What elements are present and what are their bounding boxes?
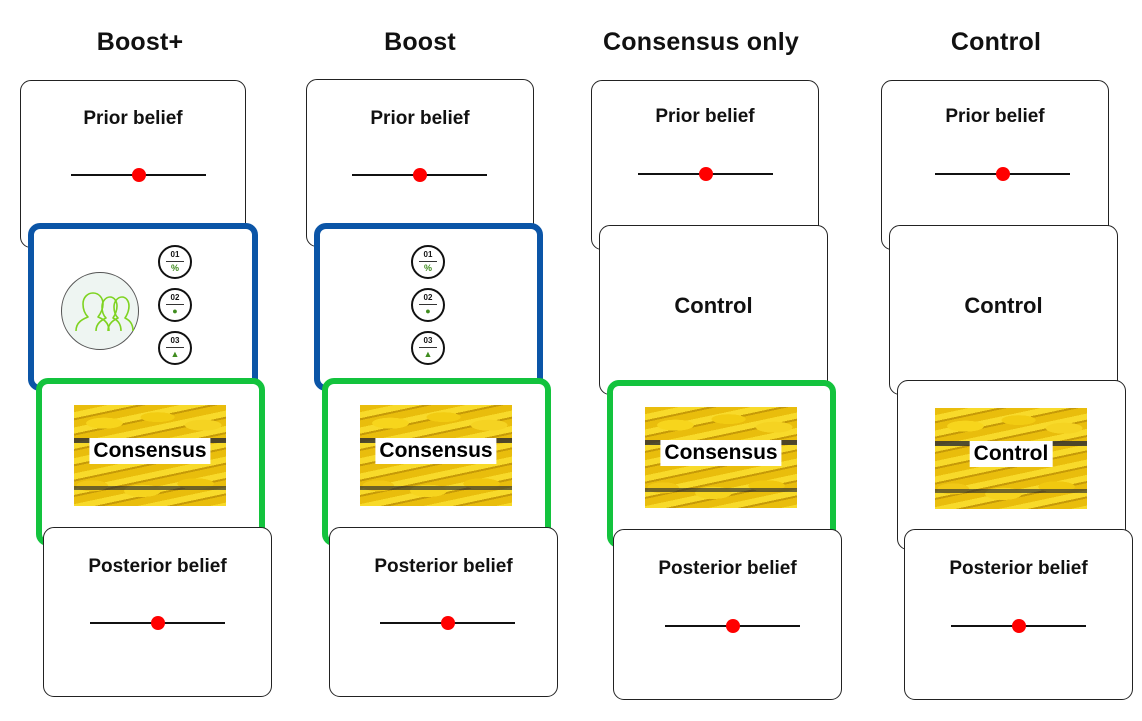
strategy-icon-3: 03 ▲ — [158, 331, 192, 365]
consensus-label: Consensus — [89, 438, 211, 464]
posterior-belief-label: Posterior belief — [949, 558, 1088, 579]
slider-knob[interactable] — [150, 616, 165, 630]
consensus-label: Consensus — [375, 438, 497, 464]
percent-icon: % — [170, 263, 179, 273]
slider-knob[interactable] — [412, 168, 427, 182]
consensus-label: Consensus — [660, 440, 782, 466]
prior-belief-card: Prior belief — [306, 79, 534, 247]
control-message-label: Control — [969, 441, 1053, 467]
posterior-belief-card: Posterior belief — [43, 527, 272, 697]
banana-image: Consensus — [360, 405, 512, 506]
prior-belief-slider[interactable] — [935, 167, 1070, 181]
banana-image: Control — [935, 408, 1087, 509]
prior-belief-label: Prior belief — [370, 108, 470, 129]
people-silhouettes-icon — [75, 292, 134, 332]
posterior-belief-slider[interactable] — [665, 619, 800, 633]
prior-belief-slider[interactable] — [638, 167, 773, 181]
graduation-cap-icon: ▲ — [170, 349, 180, 359]
slider-knob[interactable] — [131, 168, 146, 182]
strategy-number: 01 — [423, 250, 433, 259]
strategy-number: 01 — [170, 250, 180, 259]
prior-belief-label: Prior belief — [655, 106, 755, 127]
strategy-icon-3: 03 ▲ — [411, 331, 445, 365]
strategy-icon-2: 02 ● — [158, 288, 192, 322]
speech-bubble-icon: ● — [425, 306, 431, 316]
slider-knob[interactable] — [698, 167, 713, 181]
banana-image: Consensus — [645, 407, 797, 508]
banana-image: Consensus — [74, 405, 226, 506]
prior-belief-slider[interactable] — [71, 168, 206, 182]
percent-icon: % — [423, 263, 432, 273]
consensus-message-card: Consensus — [322, 378, 551, 546]
posterior-belief-slider[interactable] — [951, 619, 1086, 633]
posterior-belief-label: Posterior belief — [658, 558, 797, 579]
control-message-card: Control — [897, 380, 1126, 550]
strategy-number: 03 — [170, 336, 180, 345]
strategy-icon-1: 01 % — [411, 245, 445, 279]
prior-belief-card: Prior belief — [20, 80, 246, 248]
slider-knob[interactable] — [725, 619, 740, 633]
posterior-belief-label: Posterior belief — [374, 556, 513, 577]
prior-belief-label: Prior belief — [945, 106, 1045, 127]
slider-knob[interactable] — [1011, 619, 1026, 633]
people-group-icon — [61, 272, 139, 350]
control-card: Control — [889, 225, 1118, 395]
prior-belief-card: Prior belief — [591, 80, 819, 250]
graduation-cap-icon: ▲ — [423, 349, 433, 359]
column-title-boost-plus: Boost+ — [96, 28, 184, 56]
strategy-number: 02 — [423, 293, 433, 302]
slider-knob[interactable] — [995, 167, 1010, 181]
prior-belief-slider[interactable] — [352, 168, 487, 182]
posterior-belief-slider[interactable] — [90, 616, 225, 630]
strategy-icon-1: 01 % — [158, 245, 192, 279]
control-label: Control — [674, 293, 753, 318]
posterior-belief-card: Posterior belief — [904, 529, 1133, 700]
posterior-belief-label: Posterior belief — [88, 556, 227, 577]
consensus-message-card: Consensus — [36, 378, 265, 546]
column-title-control: Control — [950, 28, 1042, 56]
column-title-boost: Boost — [384, 28, 456, 56]
control-card: Control — [599, 225, 828, 395]
boost-strategies-card — [28, 223, 258, 391]
strategy-number: 02 — [170, 293, 180, 302]
consensus-message-card: Consensus — [607, 380, 836, 548]
posterior-belief-slider[interactable] — [380, 616, 515, 630]
strategy-number: 03 — [423, 336, 433, 345]
posterior-belief-card: Posterior belief — [613, 529, 842, 700]
slider-knob[interactable] — [440, 616, 455, 630]
strategy-icon-2: 02 ● — [411, 288, 445, 322]
control-label: Control — [964, 293, 1043, 318]
prior-belief-label: Prior belief — [83, 108, 183, 129]
prior-belief-card: Prior belief — [881, 80, 1109, 250]
column-title-consensus-only: Consensus only — [603, 28, 799, 56]
posterior-belief-card: Posterior belief — [329, 527, 558, 697]
speech-bubble-icon: ● — [172, 306, 178, 316]
